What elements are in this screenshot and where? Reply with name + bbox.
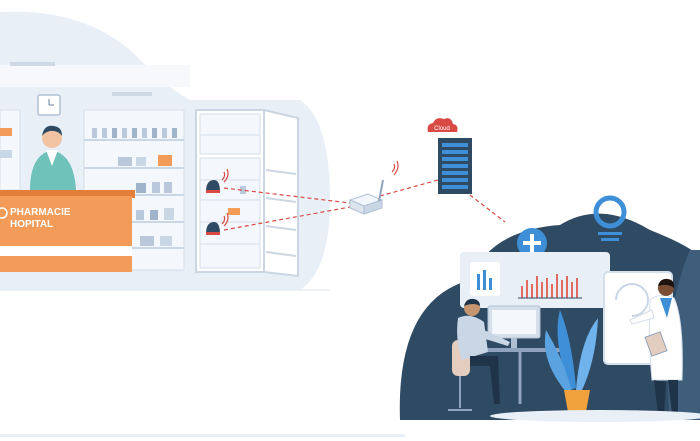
temperature-sensor-bottom (206, 222, 220, 235)
sign-line1: PHARMACIE (10, 207, 71, 218)
pharmacy-counter: PHARMACIE HOPITAL (0, 190, 135, 272)
pharmacist-figure (30, 125, 76, 190)
red-bar-chart (521, 274, 578, 298)
sign-line2: HOPITAL (10, 219, 53, 230)
donut-chart (615, 283, 649, 317)
wifi-signal-icon (221, 168, 229, 227)
workstation (470, 305, 565, 404)
cloud-label: Cloud (434, 126, 450, 132)
monitoring-background (399, 213, 700, 420)
ceiling-lamp (10, 62, 55, 66)
pharmacy-scene: PHARMACIE HOPITAL (0, 11, 330, 291)
iot-gateway (348, 160, 399, 215)
clipboard (644, 331, 668, 357)
refrigerator (195, 108, 299, 278)
standing-doctor (629, 278, 683, 414)
clock-icon (37, 94, 61, 116)
temperature-sensor-top (206, 180, 220, 193)
cross-logo-icon (0, 207, 8, 219)
shelf-ceiling-band (0, 65, 190, 87)
cloud-server: Cloud (427, 118, 472, 194)
floor-shadow (490, 410, 700, 422)
wifi-signal-icon (391, 160, 399, 176)
plus-icon (517, 228, 547, 258)
bottom-divider (0, 434, 405, 437)
seated-analyst (448, 298, 510, 411)
data-links (223, 179, 506, 231)
analytics-dashboard (460, 252, 610, 308)
ring-icon (593, 195, 627, 241)
decorative-plant (544, 310, 598, 412)
ceiling-vent (112, 92, 152, 96)
left-shelf (0, 109, 21, 191)
monitoring-scene (399, 195, 700, 422)
cloud-icon: Cloud (427, 118, 458, 132)
